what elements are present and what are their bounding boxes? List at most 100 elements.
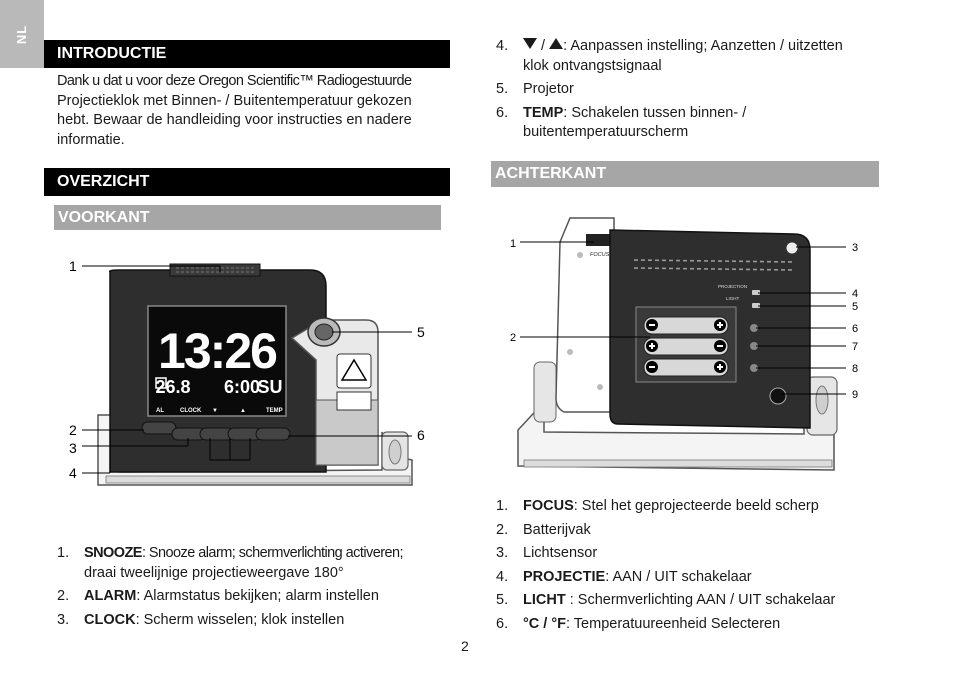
front-callout-lines — [82, 265, 412, 474]
back-callout-6: 6 — [852, 323, 858, 335]
page-number: 2 — [461, 638, 469, 654]
list-item-separator: / — [541, 38, 546, 54]
intro-paragraph: Dank u dat u voor deze Oregon Scientific… — [57, 72, 450, 150]
back-callout-4: 4 — [852, 288, 858, 300]
down-arrow-icon — [523, 38, 537, 49]
list-item: 4. PROJECTIE: AAN / UIT schakelaar — [496, 568, 886, 588]
list-item: 6. °C / °F: Temperatuureenheid Selectere… — [496, 615, 886, 635]
battery-polarity-marks — [646, 319, 726, 373]
list-item-text: : Stel het geprojecteerde beeld scherp — [573, 498, 819, 514]
list-item-text: : Schakelen tussen binnen- / — [563, 104, 747, 121]
list-item-text: : Alarmstatus bekijken; alarm instellen — [136, 588, 379, 604]
list-item: 5. LICHT : Schermverlichting AAN / UIT s… — [496, 591, 886, 611]
list-item-number: 6. — [496, 104, 509, 121]
reset-button — [750, 342, 758, 350]
front-callout-6: 6 — [417, 427, 425, 443]
dc-jack-icon — [769, 387, 787, 405]
front-snooze-bar-grille — [176, 267, 255, 273]
list-item-number: 1. — [57, 545, 70, 561]
section-header-achterkant: ACHTERKANT — [491, 161, 879, 187]
front-lcd-alarm-time: 6:00 — [224, 377, 260, 397]
front-lcd-time: 13:26 — [158, 323, 276, 379]
back-callout-lines — [520, 241, 846, 395]
list-item-text: : Aanpassen instelling; Aanzetten / uitz… — [563, 38, 843, 54]
back-base-right-hole — [815, 385, 829, 415]
list-item-text: : Schermverlichting AAN / UIT schakelaar — [565, 592, 836, 608]
section-header-overzicht: OVERZICHT — [44, 168, 450, 196]
back-button — [750, 364, 758, 372]
front-label-temp: TEMP — [266, 408, 283, 414]
back-projector-side — [555, 217, 615, 413]
front-callout-1: 1 — [69, 258, 77, 274]
back-callout-9: 9 — [852, 389, 858, 401]
back-screw — [577, 252, 583, 258]
intro-line: Projectieklok met Binnen- / Buitentemper… — [57, 92, 412, 109]
list-item: 2. Batterijvak — [496, 521, 886, 541]
list-item-keyword: TEMP — [523, 104, 564, 121]
front-label-down: ▼ — [212, 408, 218, 414]
list-item: 5. Projetor — [496, 80, 886, 100]
section-header-introductie-label: INTRODUCTIE — [57, 45, 167, 62]
list-item-text: : Temperatuureenheid Selecteren — [566, 615, 781, 632]
back-screw — [597, 384, 603, 390]
intro-line: Dank u dat u voor deze Oregon Scientific… — [57, 73, 412, 89]
front-button-row — [141, 421, 291, 441]
back-screw — [567, 349, 573, 355]
list-item-number: 6. — [496, 615, 509, 632]
front-callout-5: 5 — [417, 324, 425, 340]
front-lcd-screen — [147, 305, 287, 417]
list-item-text: : Snooze alarm; schermverlichting active… — [141, 545, 404, 561]
list-item-text: : AAN / UIT schakelaar — [605, 568, 752, 585]
language-tab-label: NL — [14, 24, 30, 44]
list-item-text: Batterijvak — [523, 521, 591, 538]
list-item-keyword: SNOOZE — [84, 545, 142, 561]
list-item-keyword: PROJECTIE — [523, 568, 606, 585]
battery-cells — [643, 316, 729, 377]
list-item-text: : Scherm wisselen; klok instellen — [135, 611, 345, 628]
alarm-bell-icon — [155, 377, 167, 389]
list-item-keyword: CLOCK — [84, 611, 136, 628]
back-callout-7: 7 — [852, 341, 858, 353]
list-item-number: 3. — [496, 545, 509, 561]
list-item-number: 3. — [57, 611, 70, 628]
language-tab: NL — [0, 0, 44, 68]
back-projection-label: PROJECTION — [718, 284, 747, 289]
front-button-temp — [255, 427, 291, 441]
front-label-al: AL — [156, 408, 164, 414]
front-callout-2: 2 — [69, 422, 77, 438]
light-switch — [752, 303, 760, 308]
front-callout-4: 4 — [69, 465, 77, 481]
front-label-clock: CLOCK — [180, 408, 202, 414]
laser-info-sticker — [336, 391, 372, 411]
back-base-edge — [523, 459, 833, 468]
intro-line: informatie. — [57, 131, 125, 148]
back-feature-list: 1. FOCUS: Stel het geprojecteerde beeld … — [496, 497, 886, 634]
front-clock-illustration: 13:26 26.8 6:00 SU AL CLOCK ▼ ▲ TEMP 1 2… — [69, 258, 425, 486]
back-focus-label: FOCUS — [590, 252, 610, 258]
list-item: 1. SNOOZE: Snooze alarm; schermverlichti… — [57, 544, 457, 583]
list-item: 4. / : Aanpassen instelling; Aanzetten /… — [496, 37, 886, 76]
list-item: 1. FOCUS: Stel het geprojecteerde beeld … — [496, 497, 886, 517]
list-item-number: 1. — [496, 498, 509, 514]
laser-warning-icon — [340, 358, 368, 381]
front-lcd-day: SU — [257, 377, 282, 397]
back-clock-illustration: FOCUS PROJECTION LIGHT 1 2 3 — [510, 217, 858, 471]
back-callout-3: 3 — [852, 242, 858, 254]
list-item-keyword: FOCUS — [523, 498, 574, 514]
front-projector-lens-inner — [314, 323, 334, 341]
list-item-text: Lichtsensor — [523, 545, 598, 561]
projection-switch — [752, 290, 760, 295]
back-focus-wheel — [586, 234, 614, 246]
back-callout-1: 1 — [510, 238, 516, 250]
front-button-al — [141, 421, 177, 435]
front-lcd-temperature: 26.8 — [155, 377, 190, 397]
list-item-keyword: ALARM — [84, 588, 137, 604]
back-light-label: LIGHT — [726, 296, 740, 301]
list-item-number: 2. — [496, 521, 509, 538]
back-callout-5: 5 — [852, 301, 858, 313]
back-callout-2: 2 — [510, 332, 516, 344]
list-item: 3. CLOCK: Scherm wisselen; klok instelle… — [57, 611, 457, 631]
back-base-left-post — [533, 361, 557, 423]
list-item-number: 4. — [496, 568, 509, 585]
front-base-right-hole — [388, 439, 402, 465]
